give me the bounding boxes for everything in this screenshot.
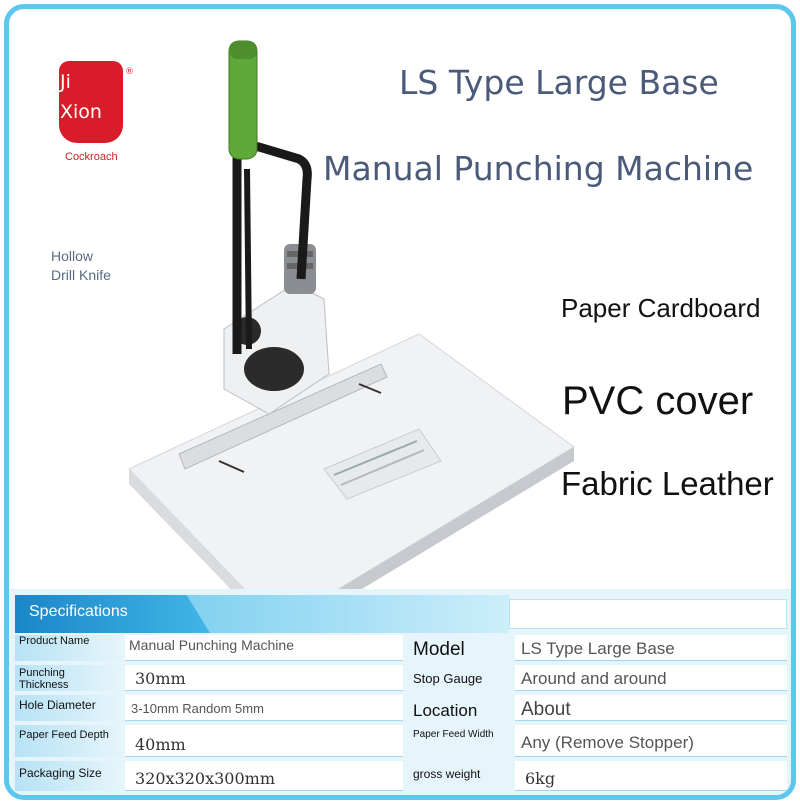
header-tab xyxy=(15,595,210,633)
spec-row: Packaging Size 320x320x300mm gross weigh… xyxy=(15,759,787,793)
spec-value: About xyxy=(521,699,571,720)
material-1: Paper Cardboard xyxy=(561,293,761,323)
material-3: Fabric Leather xyxy=(561,465,774,502)
spec-row: Product Name Manual Punching Machine Mod… xyxy=(15,633,787,663)
hollow-drill-knife-callout: Hollow Drill Knife xyxy=(51,247,111,285)
spec-value: LS Type Large Base xyxy=(521,639,675,658)
logo-line-2: Xion xyxy=(60,101,102,123)
spec-label: Paper Feed Depth xyxy=(19,729,109,741)
logo-shield xyxy=(59,61,123,143)
spec-row: Paper Feed Depth 40mm Paper Feed Width A… xyxy=(15,723,787,759)
spec-value: Manual Punching Machine xyxy=(129,637,294,653)
title-line-2: Manual Punching Machine xyxy=(323,149,754,188)
spec-value: 30mm xyxy=(135,669,186,688)
spec-label: gross weight xyxy=(413,767,481,781)
spec-label: Stop Gauge xyxy=(413,671,483,686)
spec-value: 320x320x300mm xyxy=(135,769,276,788)
specifications-header: Specifications xyxy=(9,595,791,633)
spec-row: Hole Diameter 3-10mm Random 5mm Location… xyxy=(15,693,787,723)
logo-brand-name: Cockroach xyxy=(65,151,118,163)
brand-logo: Ji Xion ® Cockroach xyxy=(55,61,134,163)
spec-value: 40mm xyxy=(135,735,186,754)
spec-label: Product Name xyxy=(19,635,90,647)
spec-label: Location xyxy=(413,701,478,720)
spec-value: Around and around xyxy=(521,669,667,688)
spec-value: 3-10mm Random 5mm xyxy=(131,701,264,716)
punching-machine-illustration xyxy=(128,40,575,639)
spec-value: 6kg xyxy=(525,769,556,788)
specifications-title: Specifications xyxy=(29,603,128,620)
callout-line-1: Hollow xyxy=(51,248,94,264)
spec-label: Punching Thickness xyxy=(19,667,69,691)
callout-line-2: Drill Knife xyxy=(51,267,111,283)
header-stripe xyxy=(179,595,509,633)
header-right-box xyxy=(509,599,787,629)
spec-label: Model xyxy=(413,639,465,660)
spec-row: Punching Thickness 30mm Stop Gauge Aroun… xyxy=(15,663,787,693)
registered-mark: ® xyxy=(125,67,134,77)
spec-label: Hole Diameter xyxy=(19,698,96,712)
material-2: PVC cover xyxy=(562,379,754,423)
product-frame: Ji Xion ® Cockroach LS Type Large Base M… xyxy=(4,4,796,800)
specifications-table: Specifications Product Name Manual Punch… xyxy=(9,589,791,795)
title-line-1: LS Type Large Base xyxy=(399,63,719,102)
logo-line-1: Ji xyxy=(60,71,71,93)
spec-label: Packaging Size xyxy=(19,766,102,780)
spec-label: Paper Feed Width xyxy=(413,729,494,740)
spec-value: Any (Remove Stopper) xyxy=(521,733,694,752)
